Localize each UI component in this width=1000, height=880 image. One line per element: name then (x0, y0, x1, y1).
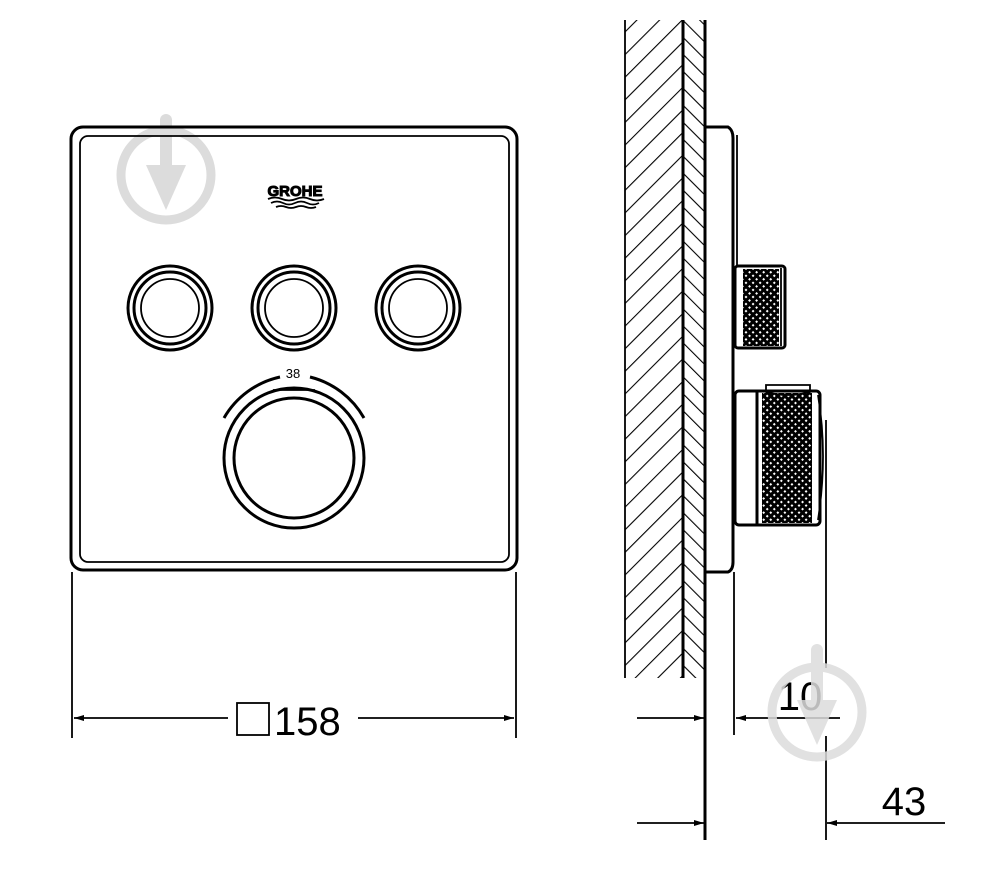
thermostat-knob[interactable] (222, 386, 366, 530)
front-view: GROHE 38 158 (69, 125, 519, 744)
cover-plate-profile (706, 125, 735, 574)
total-depth-dimension: 43 (882, 780, 927, 824)
thermostat-knob-profile (733, 384, 824, 527)
temperature-scale-arc (222, 375, 281, 419)
wall-section (625, 20, 683, 678)
square-symbol-icon (236, 702, 270, 736)
side-view: 10 43 (624, 20, 945, 840)
temperature-scale-arc (309, 375, 366, 419)
function-button-profile (733, 264, 787, 350)
function-button-1[interactable] (126, 264, 214, 352)
function-button-2[interactable] (250, 264, 338, 352)
width-dimension: 158 (274, 700, 341, 744)
brand-logo: GROHE (267, 183, 322, 200)
logo-waves-icon (267, 196, 325, 209)
tile-layer-section (684, 20, 705, 678)
temperature-label: 38 (286, 366, 300, 381)
download-circle-icon (767, 644, 867, 762)
function-button-3[interactable] (374, 264, 462, 352)
download-circle-icon (116, 114, 216, 225)
cover-plate-inner (79, 135, 510, 563)
cover-plate-outer (69, 125, 519, 572)
